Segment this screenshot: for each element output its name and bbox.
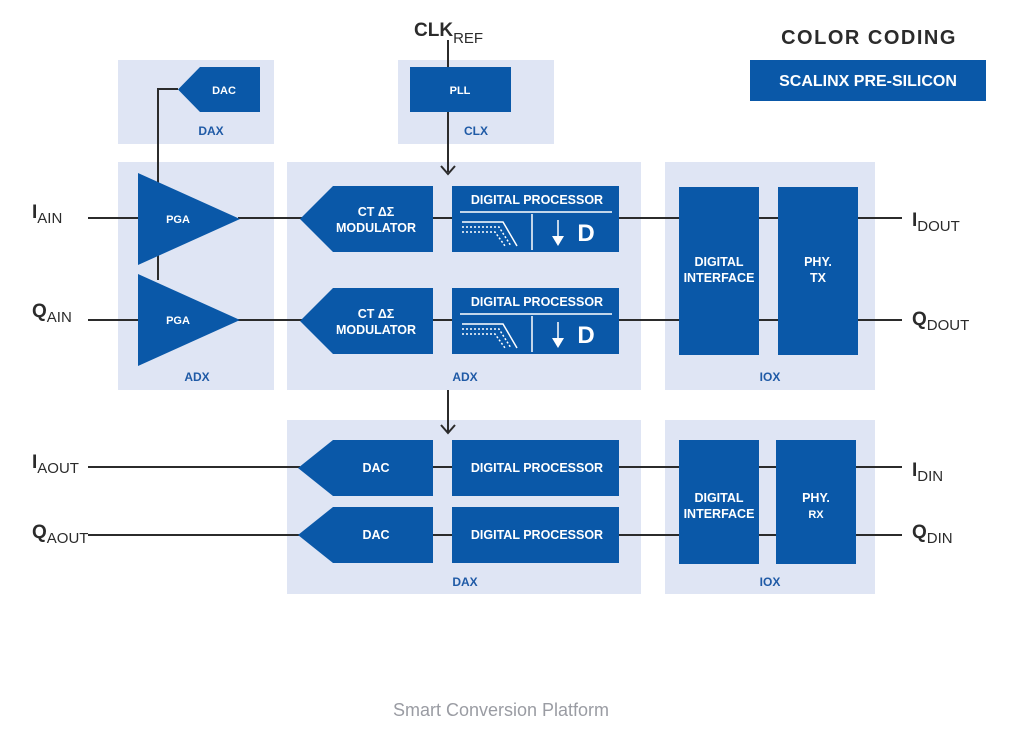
signal-q-dout: QDOUT xyxy=(912,309,969,334)
dac-q-label: DAC xyxy=(362,528,389,542)
group-label-iox-bottom: IOX xyxy=(760,575,781,589)
digital-processor-q-block: DIGITAL PROCESSOR D xyxy=(452,288,619,354)
signal-q-dout-sub: DOUT xyxy=(927,317,970,334)
legend-title: COLOR CODING xyxy=(781,27,957,49)
decimation-arrow-icon xyxy=(552,322,564,348)
legend-swatch xyxy=(750,60,986,101)
signal-i-dout: IDOUT xyxy=(912,210,960,235)
signal-q-dout-main: Q xyxy=(912,309,927,330)
decimation-label-i: D xyxy=(577,220,594,247)
phy-tx-label-2: TX xyxy=(810,271,827,285)
arrow-clk-adx xyxy=(440,165,456,176)
diagram-caption: Smart Conversion Platform xyxy=(393,700,609,720)
signal-q-aout-main: Q xyxy=(32,522,47,543)
signal-i-ain-sub: AIN xyxy=(37,210,62,227)
clk-sub: REF xyxy=(453,30,483,47)
dac-i-label: DAC xyxy=(362,461,389,475)
pll-label: PLL xyxy=(450,85,471,97)
clk-ref-label: CLKREF xyxy=(414,20,483,47)
digital-interface-rx-label-2: INTERFACE xyxy=(684,507,755,521)
decimation-arrow-icon xyxy=(552,220,564,246)
pga-i-label: PGA xyxy=(166,214,190,226)
dac-top-block: DAC xyxy=(178,67,260,112)
pga-q-label: PGA xyxy=(166,315,190,327)
signal-q-ain-sub: AIN xyxy=(47,309,72,326)
signal-i-dout-sub: DOUT xyxy=(917,218,960,235)
group-label-clx: CLX xyxy=(464,124,488,138)
signal-q-din: QDIN xyxy=(912,522,953,547)
lowpass-filter-icon xyxy=(462,323,518,349)
digital-processor-dac-i-label: DIGITAL PROCESSOR xyxy=(471,461,603,475)
signal-i-dout-main: I xyxy=(912,210,917,231)
digital-interface-tx-label-2: INTERFACE xyxy=(684,271,755,285)
signal-i-ain-main: I xyxy=(32,202,37,223)
signal-i-aout-sub: AOUT xyxy=(37,460,79,477)
signal-i-aout: IAOUT xyxy=(32,452,79,477)
signal-q-din-main: Q xyxy=(912,522,927,543)
modulator-i-label-2: MODULATOR xyxy=(336,221,416,235)
pll-block: PLL xyxy=(410,67,511,112)
group-label-adx-left: ADX xyxy=(184,370,209,384)
signal-q-ain-main: Q xyxy=(32,301,47,322)
signal-q-aout-sub: AOUT xyxy=(47,530,89,547)
modulator-i-block: CT ΔΣ MODULATOR xyxy=(300,186,433,252)
digital-processor-q-label: DIGITAL PROCESSOR xyxy=(471,295,603,309)
signal-i-ain: IAIN xyxy=(32,202,62,227)
phy-rx-label-2: RX xyxy=(808,509,824,521)
signal-q-din-sub: DIN xyxy=(927,530,953,547)
decimation-label-q: D xyxy=(577,322,594,349)
modulator-q-label-2: MODULATOR xyxy=(336,323,416,337)
digital-processor-dac-q-block: DIGITAL PROCESSOR xyxy=(452,507,619,563)
signal-i-din-main: I xyxy=(912,460,917,481)
signal-q-ain: QAIN xyxy=(32,301,72,326)
digital-processor-i-block: DIGITAL PROCESSOR D xyxy=(452,186,619,252)
digital-interface-rx-label-1: DIGITAL xyxy=(694,491,743,505)
legend-label: SCALINX PRE-SILICON xyxy=(779,73,957,90)
pga-i-block: PGA xyxy=(138,173,240,265)
signal-i-din: IDIN xyxy=(912,460,943,485)
signal-i-din-sub: DIN xyxy=(917,468,943,485)
clk-main: CLK xyxy=(414,20,453,41)
group-label-dax-bottom: DAX xyxy=(452,575,477,589)
digital-processor-i-label: DIGITAL PROCESSOR xyxy=(471,193,603,207)
pga-q-block: PGA xyxy=(138,274,240,366)
modulator-q-label-1: CT ΔΣ xyxy=(358,307,395,321)
signal-i-aout-main: I xyxy=(32,452,37,473)
phy-tx-block: PHY. TX xyxy=(778,187,858,355)
group-label-iox-top: IOX xyxy=(760,370,781,384)
digital-interface-rx-block: DIGITAL INTERFACE xyxy=(679,440,759,564)
modulator-q-block: CT ΔΣ MODULATOR xyxy=(300,288,433,354)
group-label-adx-mid: ADX xyxy=(452,370,477,384)
dac-q-block: DAC xyxy=(298,507,433,563)
digital-interface-tx-label-1: DIGITAL xyxy=(694,255,743,269)
phy-rx-block: PHY. RX xyxy=(776,440,856,564)
dac-i-block: DAC xyxy=(298,440,433,496)
modulator-i-label-1: CT ΔΣ xyxy=(358,205,395,219)
digital-processor-dac-i-block: DIGITAL PROCESSOR xyxy=(452,440,619,496)
signal-q-aout: QAOUT xyxy=(32,522,88,547)
digital-processor-dac-q-label: DIGITAL PROCESSOR xyxy=(471,528,603,542)
group-label-dax-top: DAX xyxy=(198,124,223,138)
arrow-clk-dax xyxy=(440,424,456,435)
phy-rx-label-1: PHY. xyxy=(802,491,830,505)
dac-top-label: DAC xyxy=(212,85,236,97)
lowpass-filter-icon xyxy=(462,221,518,247)
digital-interface-tx-block: DIGITAL INTERFACE xyxy=(679,187,759,355)
phy-tx-label-1: PHY. xyxy=(804,255,832,269)
